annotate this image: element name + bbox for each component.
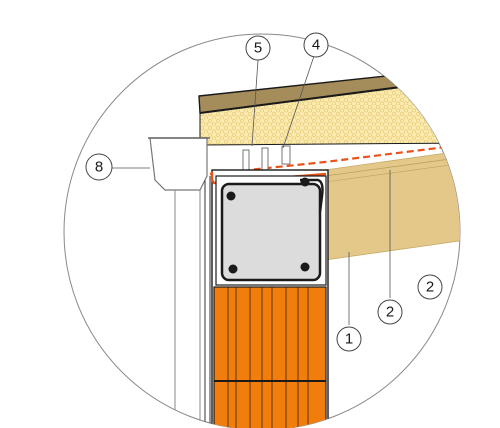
rebar-bottom-right — [300, 262, 310, 272]
rebar-top-left — [226, 191, 236, 201]
leader-lines — [112, 55, 391, 325]
callout-2-right: 2 — [417, 274, 443, 300]
concrete-core — [220, 182, 322, 282]
svg-text:8: 8 — [95, 159, 103, 176]
roof-board-bottom-line — [199, 83, 425, 114]
rebar-bottom-left — [228, 264, 238, 274]
roof-fastener-2 — [261, 147, 269, 171]
stirrup-hook — [300, 178, 324, 213]
callout-4: 4 — [303, 32, 329, 58]
callout-5: 5 — [245, 35, 271, 61]
gutter — [149, 137, 208, 191]
rebar-top-right — [300, 177, 310, 187]
callout-8: 8 — [85, 153, 113, 181]
svg-text:2: 2 — [426, 279, 434, 296]
svg-text:1: 1 — [345, 331, 353, 348]
brick-hatching — [227, 287, 309, 428]
svg-text:4: 4 — [312, 37, 320, 54]
roof-fastener-3 — [281, 145, 291, 165]
brick-masonry — [213, 286, 327, 428]
detail-contents — [112, 55, 460, 428]
svg-text:5: 5 — [254, 40, 262, 57]
callout-2-center: 2 — [377, 299, 403, 325]
svg-text:2: 2 — [386, 304, 394, 321]
callout-1: 1 — [336, 326, 362, 352]
roof-fastener-1 — [242, 149, 250, 171]
